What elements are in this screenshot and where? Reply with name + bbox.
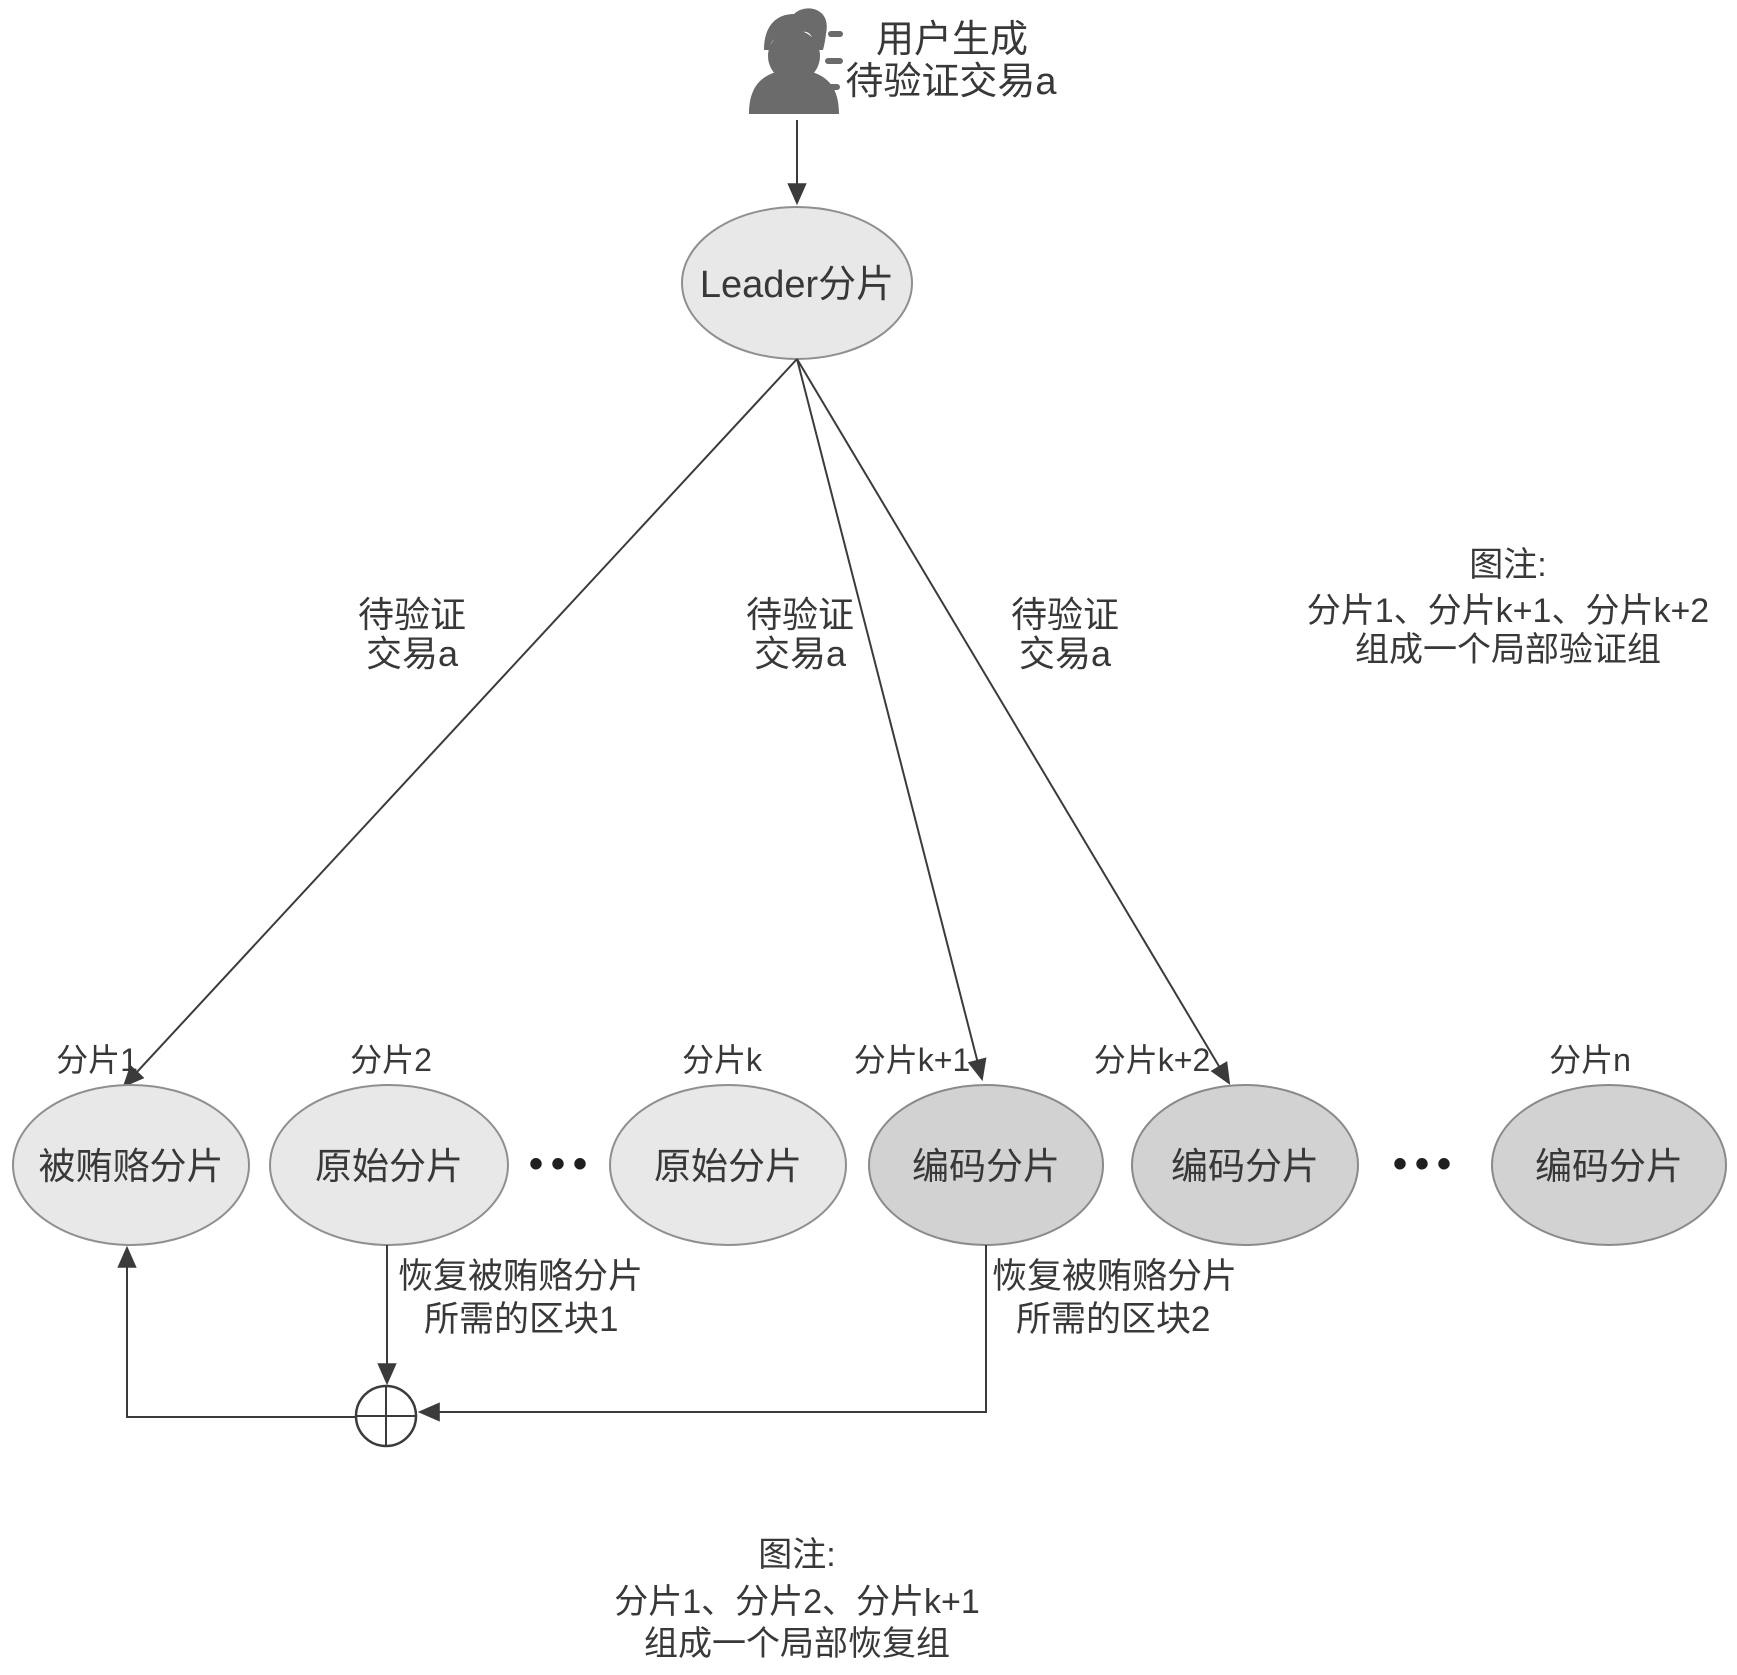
ellipsis-dots-left: •••: [529, 1142, 595, 1186]
edge-label-middle: 待验证 交易a: [746, 594, 854, 674]
xor-icon: [354, 1384, 418, 1448]
shard-label-codedn: 编码分片: [1535, 1146, 1683, 1187]
user-icon-shoulders: [749, 72, 839, 114]
shard-label-codedk2: 编码分片: [1171, 1146, 1319, 1187]
shard-label-originalk: 原始分片: [654, 1146, 802, 1187]
user-caption-line1: 用户生成: [876, 19, 1028, 61]
recovery-block1-line1: 恢复被贿赂分片: [398, 1257, 643, 1296]
arrow-xor-to-shard1: [117, 1245, 356, 1418]
legend-validation-title: 图注:: [1469, 546, 1546, 584]
arrow-leader-to-shardk1: [796, 358, 987, 1082]
user-icon-head: [768, 30, 820, 82]
shard-node-original2: [269, 1084, 509, 1246]
legend-recovery-title: 图注:: [758, 1536, 835, 1574]
edge-label-left-line1: 待验证: [358, 594, 466, 635]
recovery-block1-line2: 所需的区块1: [424, 1300, 618, 1339]
shard-node-originalk: [609, 1084, 847, 1246]
shard-tag-k: 分片k: [682, 1042, 763, 1078]
arrow-shardk1-to-xor: [417, 1245, 987, 1422]
legend-validation-group: 图注: 分片1、分片k+1、分片k+2 组成一个局部验证组: [1307, 546, 1709, 669]
user-icon-dash-1: [828, 31, 843, 37]
recovery-block2-line2: 所需的区块2: [1016, 1300, 1210, 1339]
shard-tag-1: 分片1: [56, 1042, 138, 1078]
user-caption-line2: 待验证交易a: [845, 61, 1057, 103]
shard-label-original2: 原始分片: [315, 1146, 463, 1187]
edge-label-right: 待验证 交易a: [1011, 594, 1119, 674]
legend-recovery-group: 图注: 分片1、分片2、分片k+1 组成一个局部恢复组: [614, 1536, 980, 1663]
leader-node-label: Leader分片: [700, 264, 894, 306]
edge-label-middle-line1: 待验证: [746, 594, 854, 635]
arrow-leader-to-shardk2: [796, 358, 1231, 1085]
ellipsis-dots-right: •••: [1393, 1142, 1459, 1186]
shard-label-bribed: 被贿赂分片: [39, 1146, 224, 1187]
shard-tag-2: 分片2: [350, 1042, 432, 1078]
shard-node-codedn: [1491, 1084, 1727, 1246]
legend-recovery-line1: 分片1、分片2、分片k+1: [614, 1583, 980, 1621]
user-icon-hair: [764, 8, 827, 50]
edge-label-left-line2: 交易a: [366, 633, 459, 674]
edge-label-left: 待验证 交易a: [358, 594, 466, 674]
legend-validation-line2: 组成一个局部验证组: [1355, 631, 1661, 669]
user-icon-dash-2: [825, 58, 843, 64]
edge-label-middle-line2: 交易a: [754, 633, 847, 674]
arrow-leader-to-shard1: [122, 358, 798, 1088]
edge-label-right-line1: 待验证: [1011, 594, 1119, 635]
shard-node-bribed: [12, 1084, 250, 1246]
user-icon: [749, 8, 843, 114]
recovery-block2-line1: 恢复被贿赂分片: [992, 1257, 1237, 1296]
shard-node-codedk2: [1131, 1084, 1359, 1246]
shard-tag-n: 分片n: [1549, 1042, 1631, 1078]
edge-label-right-line2: 交易a: [1019, 633, 1112, 674]
user-icon-dash-3: [828, 84, 840, 90]
legend-validation-line1: 分片1、分片k+1、分片k+2: [1307, 592, 1709, 630]
shard-tag-k1: 分片k+1: [854, 1042, 971, 1078]
shard-label-codedk1: 编码分片: [912, 1146, 1060, 1187]
legend-recovery-line2: 组成一个局部恢复组: [644, 1625, 950, 1663]
shard-tag-k2: 分片k+2: [1094, 1042, 1211, 1078]
